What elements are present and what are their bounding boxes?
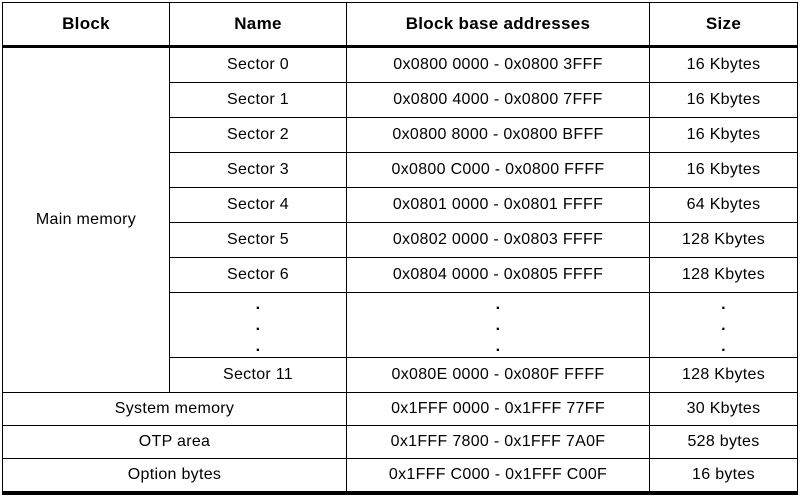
block-address-cell: 0x1FFF C000 - 0x1FFF C00F xyxy=(346,458,650,495)
block-name-cell: System memory xyxy=(2,392,347,426)
table-row: Sector 3 0x0800 C000 - 0x0800 FFFF 16 Kb… xyxy=(3,152,798,188)
sector-name-cell: Sector 2 xyxy=(169,117,347,153)
sector-name-cell: Sector 6 xyxy=(169,257,347,293)
sector-name-cell: Sector 0 xyxy=(169,46,347,83)
block-address-cell: 0x1FFF 7800 - 0x1FFF 7A0F xyxy=(346,425,650,459)
block-size-cell: 528 bytes xyxy=(649,425,798,459)
ellipsis-address-cell: . . . xyxy=(346,292,650,358)
table-row: Sector 2 0x0800 8000 - 0x0800 BFFF 16 Kb… xyxy=(3,117,798,153)
ellipsis-size-cell: . . . xyxy=(649,292,798,358)
sector-address-cell: 0x0800 0000 - 0x0800 3FFF xyxy=(346,46,650,83)
header-name: Name xyxy=(169,2,347,48)
sector-name-cell: Sector 1 xyxy=(169,82,347,118)
main-memory-block-cell: Main memory xyxy=(2,46,170,393)
sector-address-cell: 0x0801 0000 - 0x0801 FFFF xyxy=(346,187,650,223)
sector-name-cell: Sector 5 xyxy=(169,222,347,258)
sector-size-cell: 64 Kbytes xyxy=(649,187,798,223)
block-size-cell: 30 Kbytes xyxy=(649,392,798,426)
sector-size-cell: 16 Kbytes xyxy=(649,152,798,188)
sector-size-cell: 16 Kbytes xyxy=(649,46,798,83)
table-row: System memory 0x1FFF 0000 - 0x1FFF 77FF … xyxy=(2,392,798,426)
table-row: Sector 6 0x0804 0000 - 0x0805 FFFF 128 K… xyxy=(3,257,798,293)
table-header-row: Block Name Block base addresses Size xyxy=(2,2,798,48)
block-address-cell: 0x1FFF 0000 - 0x1FFF 77FF xyxy=(346,392,650,426)
sector-size-cell: 128 Kbytes xyxy=(649,257,798,293)
block-name-cell: OTP area xyxy=(2,425,347,459)
table-row: Sector 1 0x0800 4000 - 0x0800 7FFF 16 Kb… xyxy=(3,82,798,118)
header-addresses: Block base addresses xyxy=(346,2,650,48)
sector-address-cell: 0x080E 0000 - 0x080F FFFF xyxy=(346,357,650,393)
table-row: Sector 4 0x0801 0000 - 0x0801 FFFF 64 Kb… xyxy=(3,187,798,223)
block-name-cell: Option bytes xyxy=(2,458,347,495)
sector-size-cell: 16 Kbytes xyxy=(649,117,798,153)
table-row: Sector 5 0x0802 0000 - 0x0803 FFFF 128 K… xyxy=(3,222,798,258)
block-size-cell: 16 bytes xyxy=(649,458,798,495)
sector-size-cell: 128 Kbytes xyxy=(649,222,798,258)
sector-name-cell: Sector 11 xyxy=(169,357,347,393)
sector-size-cell: 128 Kbytes xyxy=(649,357,798,393)
table-row: Option bytes 0x1FFF C000 - 0x1FFF C00F 1… xyxy=(2,458,798,495)
sector-name-cell: Sector 4 xyxy=(169,187,347,223)
sector-address-cell: 0x0800 C000 - 0x0800 FFFF xyxy=(346,152,650,188)
sector-address-cell: 0x0804 0000 - 0x0805 FFFF xyxy=(346,257,650,293)
sector-address-cell: 0x0800 4000 - 0x0800 7FFF xyxy=(346,82,650,118)
header-block: Block xyxy=(2,2,170,48)
sector-address-cell: 0x0800 8000 - 0x0800 BFFF xyxy=(346,117,650,153)
header-size: Size xyxy=(649,2,798,48)
table-row: Sector 11 0x080E 0000 - 0x080F FFFF 128 … xyxy=(3,357,798,393)
table-row: OTP area 0x1FFF 7800 - 0x1FFF 7A0F 528 b… xyxy=(2,425,798,459)
ellipsis-name-cell: . . . xyxy=(169,292,347,358)
table-row: Main memory Sector 0 0x0800 0000 - 0x080… xyxy=(2,46,798,393)
sector-size-cell: 16 Kbytes xyxy=(649,82,798,118)
sector-address-cell: 0x0802 0000 - 0x0803 FFFF xyxy=(346,222,650,258)
sector-name-cell: Sector 3 xyxy=(169,152,347,188)
